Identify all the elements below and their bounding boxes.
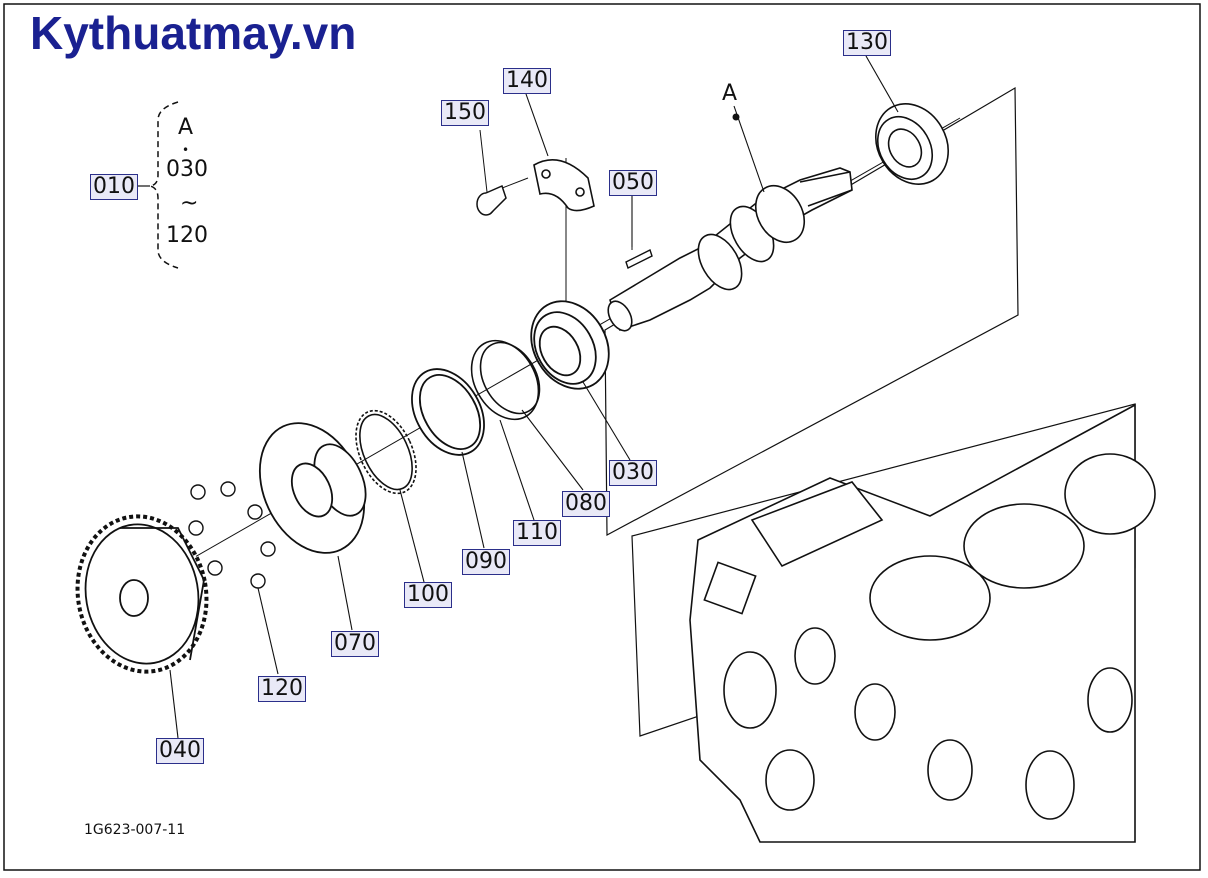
thrust-plate-140 <box>533 158 595 212</box>
part-label-040[interactable]: 040 <box>156 738 204 764</box>
bearing-030 <box>530 300 610 390</box>
group-bracket <box>149 101 179 269</box>
part-label-150[interactable]: 150 <box>441 100 489 126</box>
ball-cage-100 <box>355 409 417 495</box>
leader-lines <box>169 55 899 739</box>
callout-a-dot <box>732 113 740 121</box>
group-range-dot: • <box>182 143 190 157</box>
snap-ring-080 <box>470 339 541 421</box>
ring-090 <box>411 368 485 456</box>
part-label-110[interactable]: 110 <box>513 520 561 546</box>
group-range-from: 030 <box>166 157 208 182</box>
camshaft <box>607 167 853 332</box>
key-050 <box>625 197 653 269</box>
part-label-080[interactable]: 080 <box>562 491 610 517</box>
part-label-100[interactable]: 100 <box>404 582 452 608</box>
governor-disc-070 <box>258 422 367 554</box>
drawing-reference-code: 1G623-007-11 <box>84 822 186 838</box>
bolt-150 <box>476 129 507 216</box>
part-label-090[interactable]: 090 <box>462 549 510 575</box>
site-watermark: Kythuatmay.vn <box>30 7 357 59</box>
bearing-130 <box>875 103 949 185</box>
engine-block <box>689 403 1156 843</box>
camshaft-outline-plane <box>604 86 1019 536</box>
part-label-070[interactable]: 070 <box>331 631 379 657</box>
part-label-050[interactable]: 050 <box>609 170 657 196</box>
page-border <box>3 3 1201 871</box>
part-label-120[interactable]: 120 <box>258 676 306 702</box>
part-label-130[interactable]: 130 <box>843 30 891 56</box>
callout-a-label: A <box>722 81 738 106</box>
group-range-to: 120 <box>166 223 208 248</box>
group-range-top: A <box>178 115 194 140</box>
part-label-140[interactable]: 140 <box>503 68 551 94</box>
part-label-030[interactable]: 030 <box>609 460 657 486</box>
group-range-tilde: ~ <box>180 191 199 216</box>
part-label-010[interactable]: 010 <box>90 174 138 200</box>
steel-balls-120 <box>188 481 276 589</box>
gear-040 <box>75 514 209 674</box>
